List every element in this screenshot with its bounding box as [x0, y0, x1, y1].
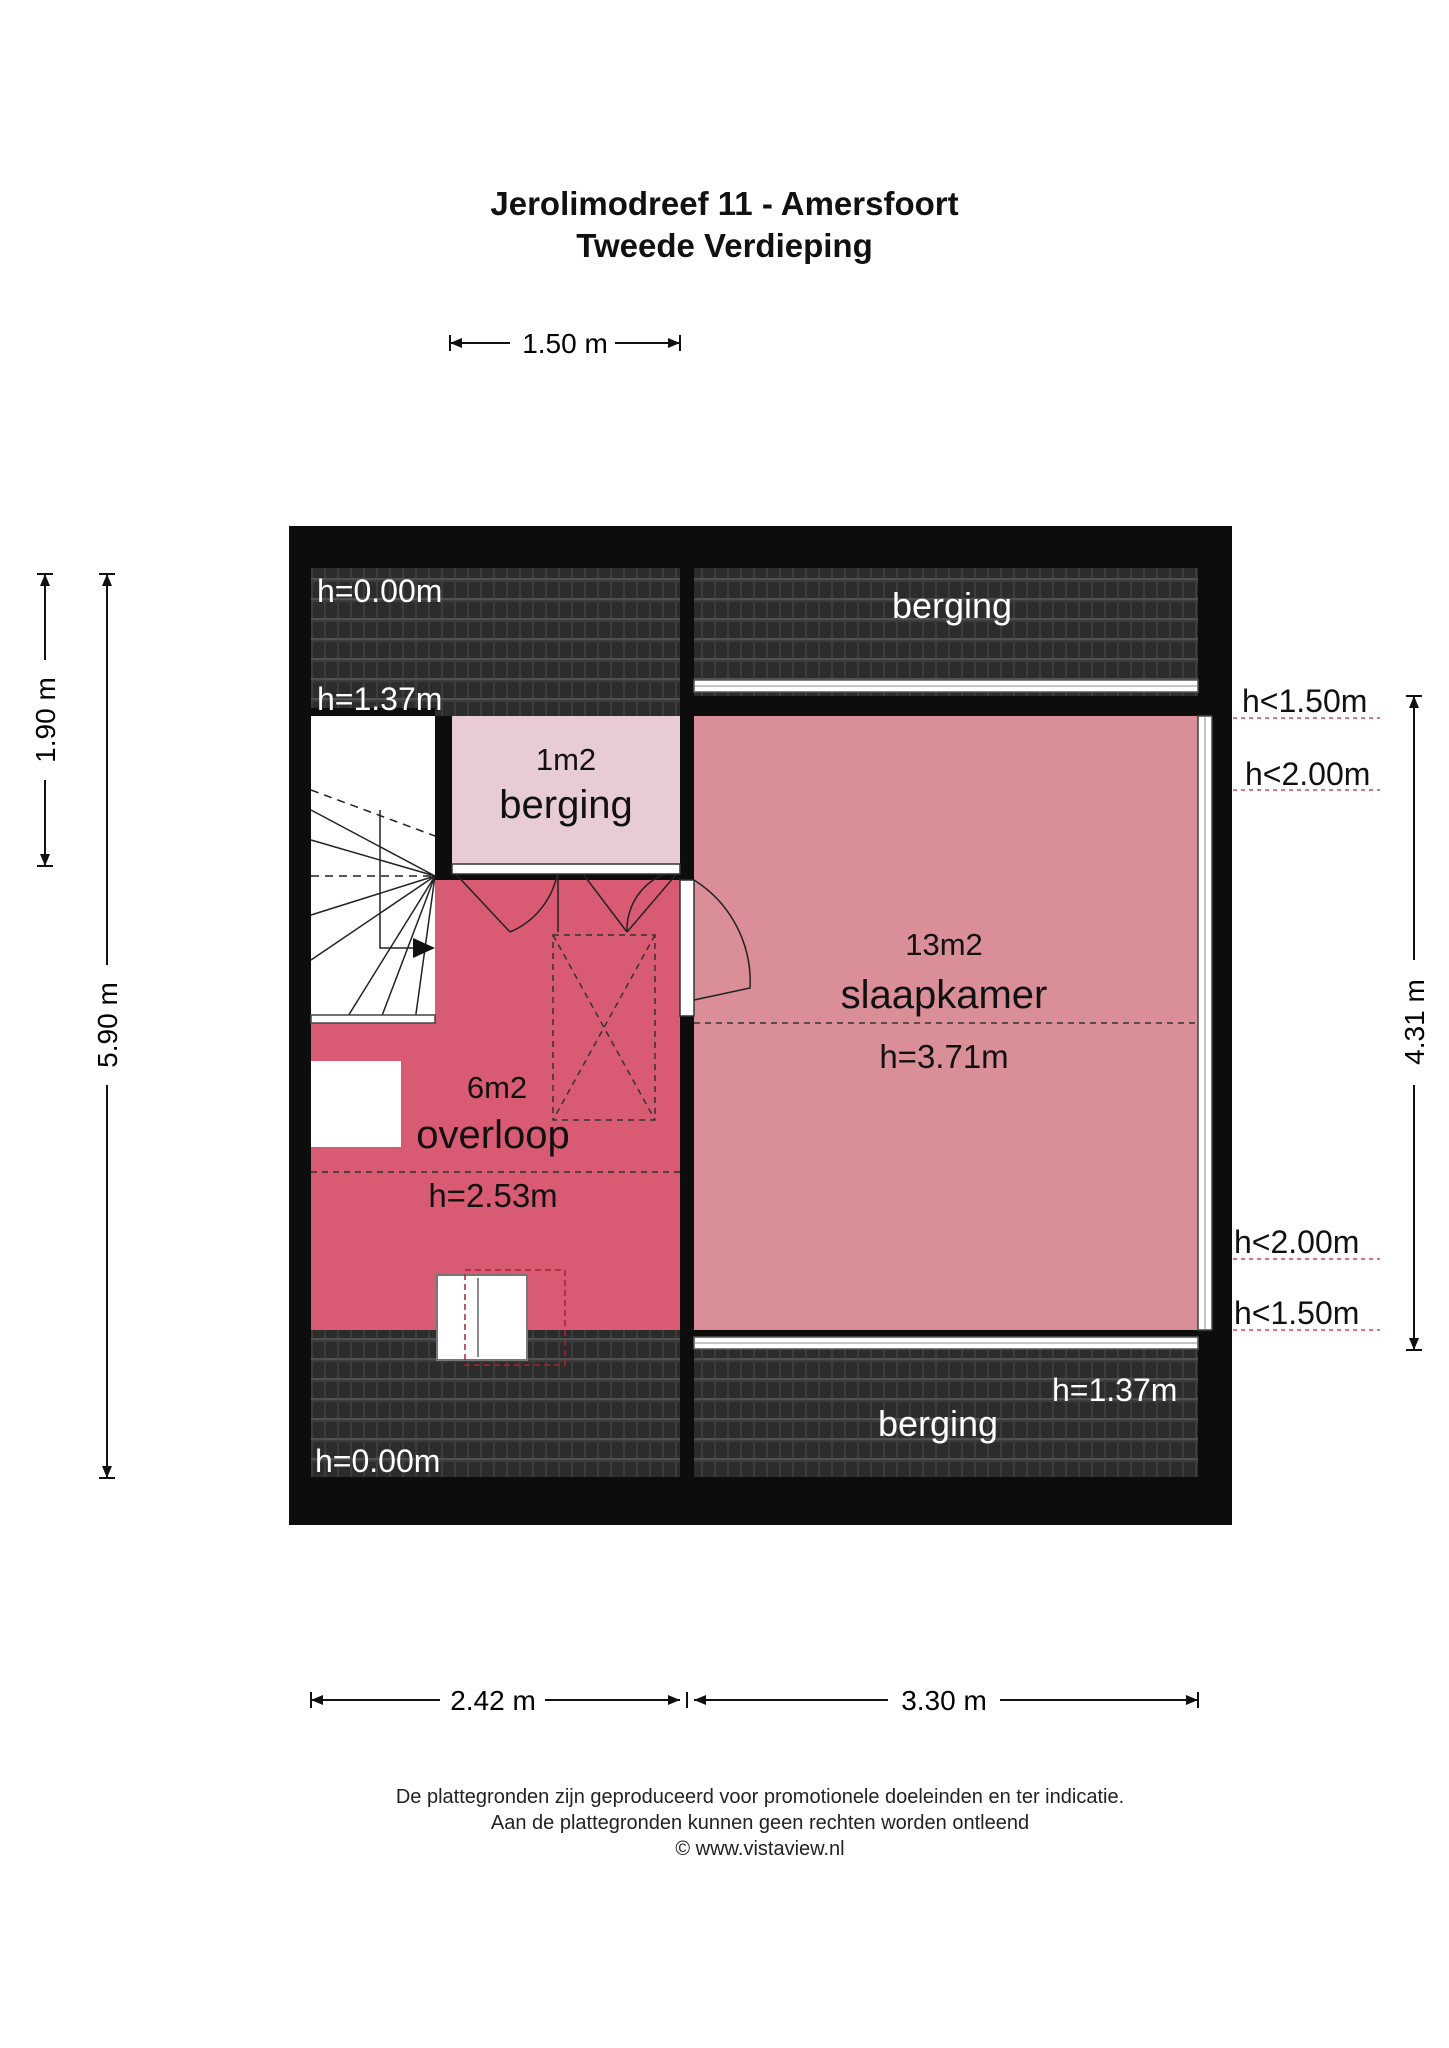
- wall-stair-berging: [435, 716, 452, 880]
- label-h-right-200-top: h<2.00m: [1245, 756, 1370, 792]
- dim-top-label: 1.50 m: [522, 328, 608, 359]
- dim-bottom-left-label: 2.42 m: [450, 1685, 536, 1716]
- disclaimer-line2: Aan de plattegronden kunnen geen rechten…: [490, 1812, 1030, 1834]
- door-swing-icon: [451, 869, 681, 933]
- door-frame-berging: [451, 863, 681, 875]
- room-slaapkamer: [694, 716, 1198, 1330]
- label-h-right-150-top: h<1.50m: [1242, 683, 1367, 719]
- label-h-bottom-left: h=0.00m: [315, 1443, 440, 1479]
- dim-left-total: 5.90 m: [92, 573, 123, 1479]
- dim-left-total-label: 5.90 m: [92, 982, 123, 1068]
- label-h-right-150-bottom: h<1.50m: [1234, 1295, 1359, 1331]
- label-berging-bottom: berging: [878, 1403, 998, 1444]
- stair-arrow-icon-front: [413, 938, 435, 958]
- label-overloop-name: overloop: [416, 1113, 569, 1157]
- dim-top: 1.50 m: [449, 328, 681, 359]
- dim-right: 4.31 m: [1399, 695, 1430, 1351]
- dim-right-label: 4.31 m: [1399, 979, 1430, 1065]
- stair-lines-front: [310, 789, 436, 1022]
- label-h-top-left: h=0.00m: [317, 573, 442, 609]
- label-h-right-200-bottom: h<2.00m: [1234, 1224, 1359, 1260]
- copyright-link[interactable]: © www.vistaview.nl: [675, 1838, 845, 1860]
- label-berging-small-name: berging: [499, 783, 632, 827]
- label-slaapkamer-area: 13m2: [905, 927, 983, 962]
- dim-left-upper: 1.90 m: [30, 573, 61, 867]
- wall-stair-top: [311, 708, 435, 716]
- label-overloop-area: 6m2: [467, 1070, 527, 1105]
- room-berging-small: [452, 716, 680, 866]
- dim-bottom: 2.42 m 3.30 m: [310, 1685, 1199, 1716]
- skylight-icon: [436, 1269, 566, 1366]
- disclaimer-line1: De plattegronden zijn geproduceerd voor …: [395, 1786, 1125, 1808]
- wall-center: [680, 568, 694, 1477]
- label-berging-top: berging: [892, 585, 1012, 626]
- stair-railing-front: [310, 1014, 436, 1024]
- label-overloop-height: h=2.53m: [428, 1177, 557, 1214]
- staircase-cover: [311, 716, 435, 1021]
- label-slaapkamer-height: h=3.71m: [879, 1038, 1008, 1075]
- plan-title: Jerolimodreef 11 - Amersfoort: [490, 185, 959, 222]
- roof-top-right: [694, 568, 1198, 696]
- label-h-left-137: h=1.37m: [317, 681, 442, 717]
- roof-hatch-icon: [552, 934, 656, 1121]
- roof-bottom-right: [694, 1337, 1198, 1477]
- cabinet: [311, 1061, 401, 1147]
- roof-top-left: [311, 568, 680, 716]
- dim-bottom-right-label: 3.30 m: [901, 1685, 987, 1716]
- door-slaapkamer: [679, 879, 751, 1017]
- label-berging-small-area: 1m2: [536, 742, 596, 777]
- label-h-bottom-right: h=1.37m: [1052, 1372, 1177, 1408]
- label-slaapkamer-name: slaapkamer: [841, 973, 1048, 1017]
- dim-left-upper-label: 1.90 m: [30, 677, 61, 763]
- floor-name: Tweede Verdieping: [576, 227, 873, 264]
